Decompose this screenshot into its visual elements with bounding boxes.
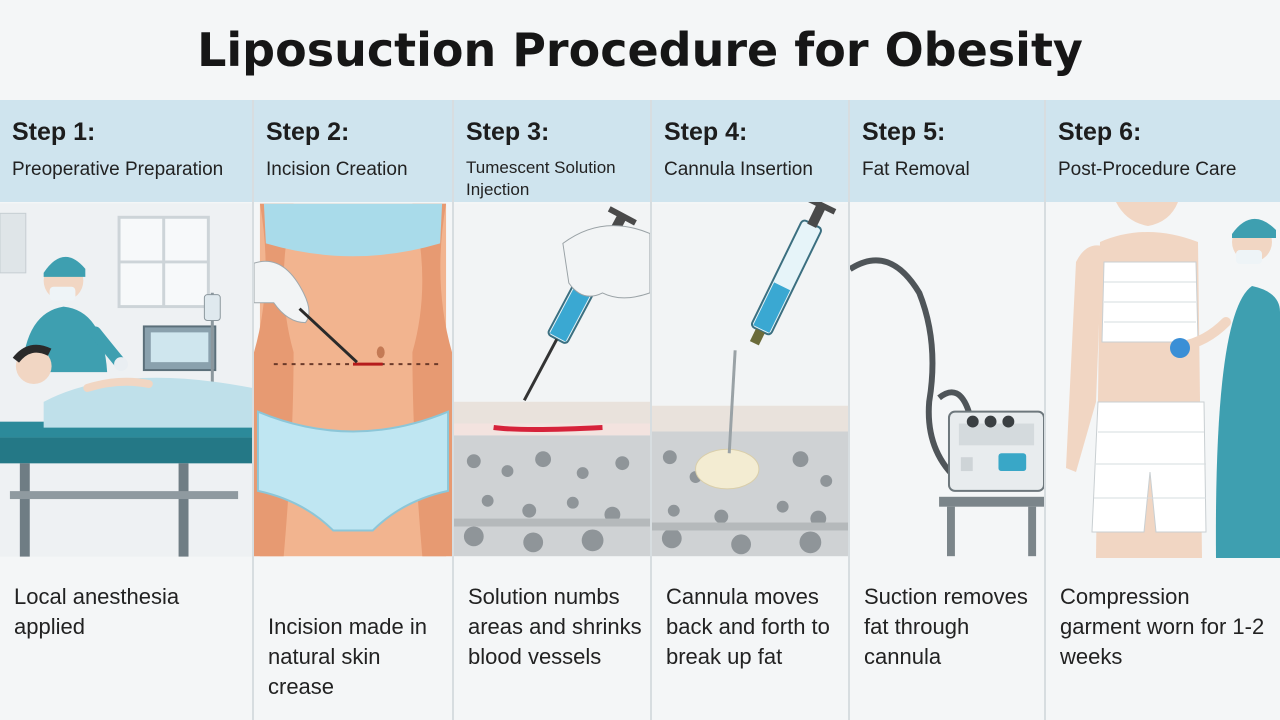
incision-creation-illustration	[254, 203, 452, 557]
step-4-illustration	[652, 202, 848, 558]
step-1-illustration	[0, 202, 252, 558]
step-3-illustration	[454, 202, 650, 558]
step-6-caption: Compression garment worn for 1-2 weeks	[1060, 584, 1265, 669]
step-1-header: Step 1: Preoperative Preparation	[0, 100, 252, 202]
step-2-panel: Step 2: Incision Creation Incision made …	[254, 100, 454, 720]
step-6-illustration	[1046, 202, 1280, 558]
step-6-panel: Step 6: Post-Procedure Care	[1046, 100, 1280, 720]
steps-row: Step 1: Preoperative Preparation	[0, 100, 1280, 720]
step-2-illustration	[254, 202, 452, 558]
step-4-number: Step 4:	[664, 118, 748, 146]
preoperative-preparation-illustration	[0, 203, 252, 557]
step-3-header: Step 3: Tumescent Solution Injection	[454, 100, 650, 202]
step-4-panel: Step 4: Cannula Insertion	[652, 100, 850, 720]
step-2-caption: Incision made in natural skin crease	[268, 614, 427, 699]
fat-removal-illustration	[850, 203, 1044, 557]
step-1-caption: Local anesthesia applied	[14, 584, 180, 639]
page-title: Liposuction Procedure for Obesity	[197, 23, 1083, 77]
step-5-header: Step 5: Fat Removal	[850, 100, 1044, 202]
post-procedure-care-illustration	[1046, 202, 1280, 558]
step-4-caption: Cannula moves back and forth to break up…	[666, 584, 830, 669]
step-3-number: Step 3:	[466, 118, 550, 146]
step-6-title: Post-Procedure Care	[1058, 159, 1237, 180]
step-3-panel: Step 3: Tumescent Solution Injection	[454, 100, 652, 720]
step-2-number: Step 2:	[266, 118, 350, 146]
tumescent-injection-illustration	[454, 203, 650, 557]
step-4-header: Step 4: Cannula Insertion	[652, 100, 848, 202]
step-6-number: Step 6:	[1058, 118, 1142, 146]
step-5-panel: Step 5: Fat Removal Suction removes fat …	[850, 100, 1046, 720]
step-1-panel: Step 1: Preoperative Preparation	[0, 100, 254, 720]
step-3-caption: Solution numbs areas and shrinks blood v…	[468, 584, 642, 669]
step-5-caption: Suction removes fat through cannula	[864, 584, 1028, 669]
cannula-insertion-illustration	[652, 202, 848, 557]
step-6-header: Step 6: Post-Procedure Care	[1046, 100, 1280, 202]
step-5-title: Fat Removal	[862, 159, 970, 180]
step-1-number: Step 1:	[12, 118, 96, 146]
step-2-header: Step 2: Incision Creation	[254, 100, 452, 202]
step-3-title: Tumescent Solution Injection	[466, 158, 616, 199]
step-1-title: Preoperative Preparation	[12, 159, 224, 180]
step-4-title: Cannula Insertion	[664, 159, 813, 180]
step-5-number: Step 5:	[862, 118, 946, 146]
step-2-title: Incision Creation	[266, 159, 408, 180]
step-5-illustration	[850, 202, 1044, 558]
